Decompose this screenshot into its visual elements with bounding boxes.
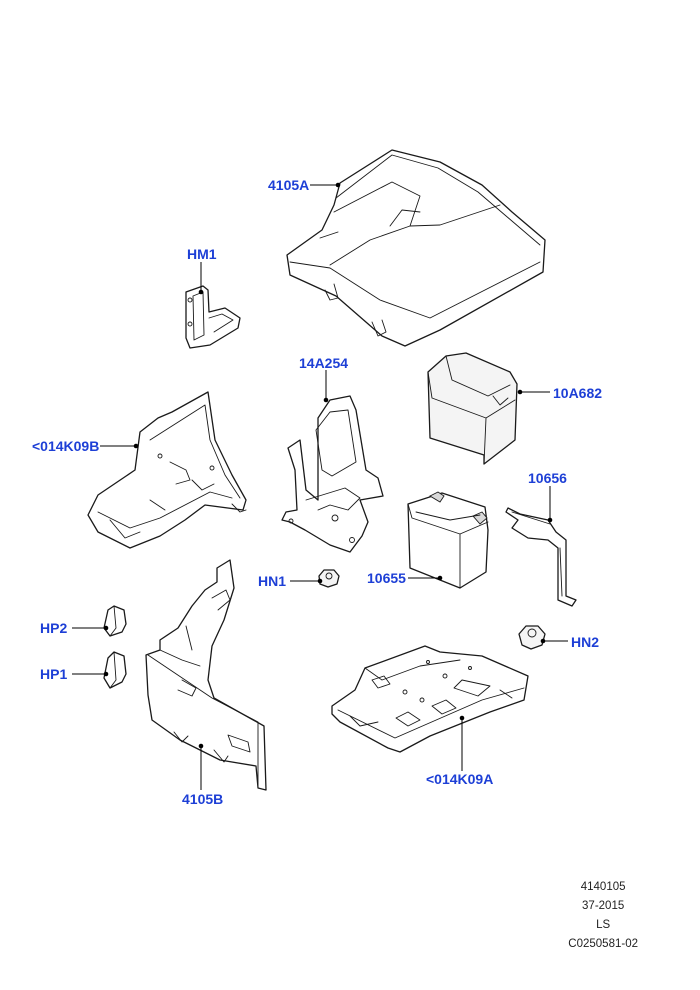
part-hp2-cap [103,605,127,637]
leader-lines [72,182,568,790]
diagram-reference-block: 4140105 37-2015 LS C0250581-02 [568,878,638,954]
part-hm1-bracket [185,285,241,349]
part-14a254-bracket [281,395,384,553]
reference-date: 37-2015 [582,900,625,912]
callout-4105b: 4105B [182,791,224,807]
callout-14a254: 14A254 [299,355,349,371]
part-hn2-nut [518,625,546,650]
reference-code: LS [596,919,611,931]
callout-hn1: HN1 [258,573,287,589]
callout-014k09b: <014K09B [32,438,100,454]
callout-hm1: HM1 [187,246,217,262]
part-4105b-side-cover [145,559,267,791]
callout-014k09a: <014K09A [426,771,494,787]
reference-id: C0250581-02 [568,938,638,950]
callout-hp1: HP1 [40,666,68,682]
part-014k09a-tray [331,645,529,753]
part-hp1-cap [103,651,127,689]
callout-10a682: 10A682 [553,385,603,401]
part-10a682-insulator [427,352,518,465]
part-10656-holddown [505,507,577,607]
callout-10655: 10655 [367,570,406,586]
callout-hn2: HN2 [571,634,600,650]
callout-4105a: 4105A [268,177,310,193]
part-4105a-battery-cover [286,149,546,347]
part-10655-battery [407,491,489,589]
callout-hp2: HP2 [40,620,68,636]
reference-number: 4140105 [580,881,626,893]
part-014k09b-tray-side [87,391,247,549]
callout-10656: 10656 [528,470,567,486]
part-hn1-nut [318,569,340,588]
